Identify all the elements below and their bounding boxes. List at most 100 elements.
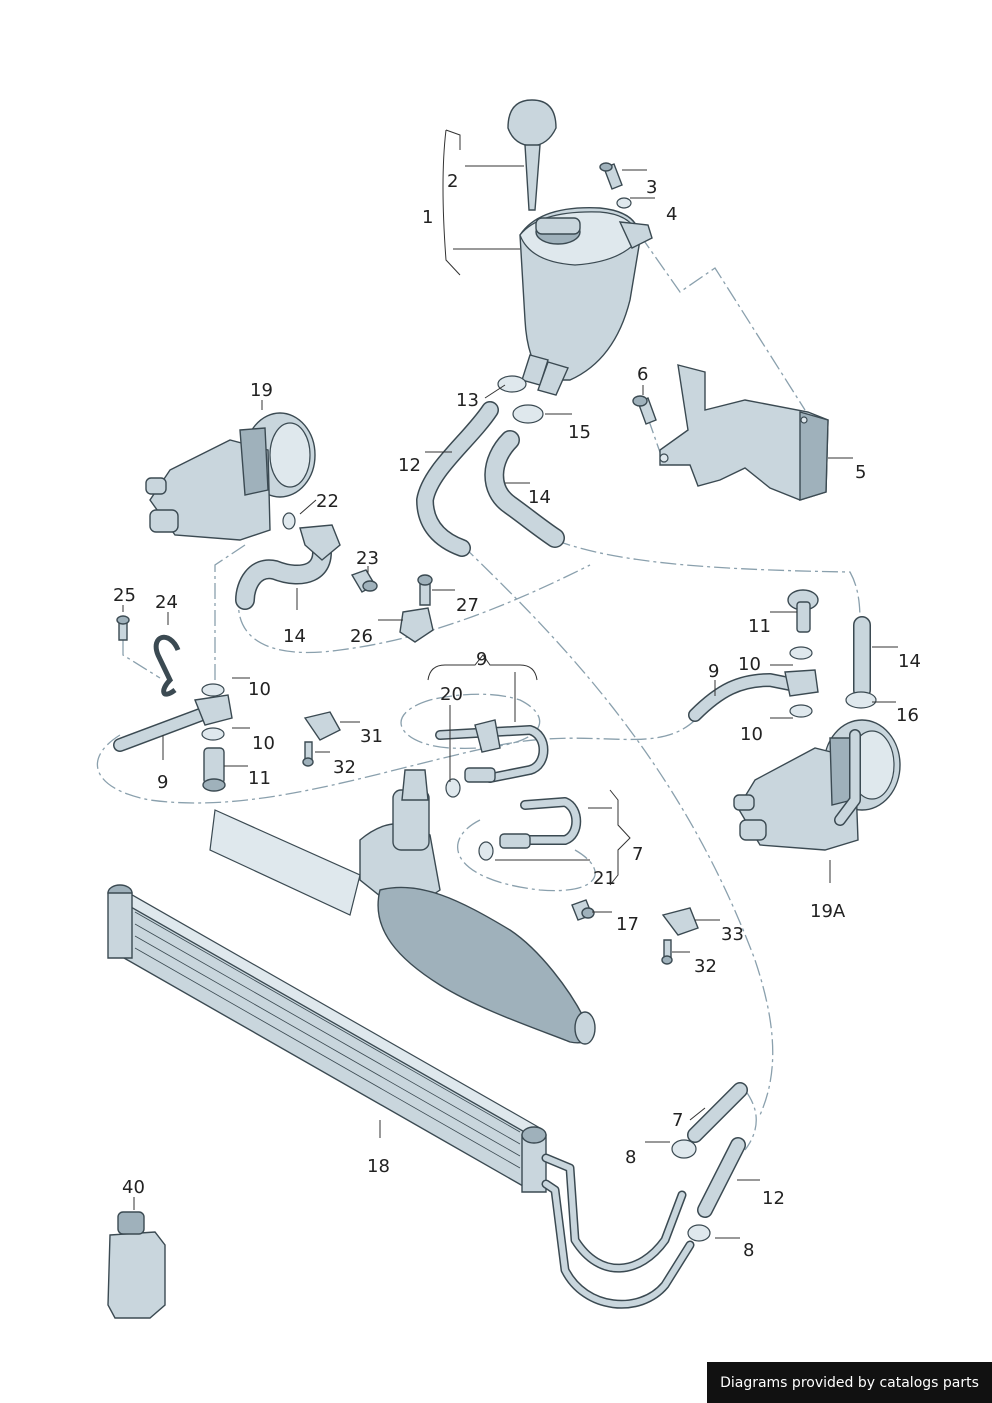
label-14-top: 14 — [528, 487, 551, 508]
label-10-right-a: 10 — [738, 654, 761, 675]
dash-cooler-hose7 — [744, 1089, 757, 1151]
clip-24 — [153, 635, 181, 697]
bolt-6 — [632, 395, 657, 425]
bolt-17 — [571, 899, 595, 921]
pump-19 — [145, 412, 316, 541]
connection-lines — [96, 234, 861, 1151]
label-26: 26 — [350, 626, 373, 647]
label-32-a: 32 — [333, 757, 356, 778]
washer-10-d — [789, 704, 813, 718]
clamp-8-upper — [671, 1139, 697, 1159]
holder-31 — [303, 711, 341, 741]
washer-10-c — [789, 646, 813, 660]
hose-14-upper — [484, 430, 565, 548]
hose-14-left — [235, 524, 341, 610]
label-21: 21 — [593, 868, 616, 889]
hose-7-lower — [687, 1082, 748, 1143]
label-3: 3 — [646, 177, 657, 198]
label-5: 5 — [855, 462, 866, 483]
dash-hose14-pump19a — [554, 539, 861, 626]
label-7-mid: 7 — [632, 844, 643, 865]
bracket-5 — [659, 364, 829, 501]
label-24: 24 — [155, 592, 178, 613]
hose-9-right — [688, 669, 819, 722]
dipstick-cap — [507, 99, 557, 147]
label-9-mid-top: 9 — [476, 649, 487, 670]
pipe-7-middle — [499, 797, 582, 849]
dash-hose12-lower — [461, 544, 774, 1116]
hose-12-upper — [416, 401, 499, 557]
label-31: 31 — [360, 726, 383, 747]
label-25: 25 — [113, 585, 136, 606]
clamp-13 — [497, 375, 527, 393]
label-12-top: 12 — [398, 455, 421, 476]
label-22: 22 — [316, 491, 339, 512]
steering-rack — [209, 769, 596, 1045]
label-8-upper: 8 — [625, 1147, 636, 1168]
oil-cooler-18 — [107, 884, 547, 1193]
label-10-left-a: 10 — [248, 679, 271, 700]
label-4: 4 — [666, 204, 677, 225]
label-11-top: 11 — [748, 616, 771, 637]
dipstick-stem — [524, 144, 541, 211]
reservoir-assembly — [507, 99, 653, 396]
dash-reservoir-bracket — [639, 234, 806, 411]
bolt-25 — [116, 615, 130, 641]
label-11-left: 11 — [248, 768, 271, 789]
label-27: 27 — [456, 595, 479, 616]
bolt-32-a — [302, 741, 314, 767]
label-40: 40 — [122, 1177, 145, 1198]
seal-22 — [282, 512, 296, 530]
label-19a: 19A — [810, 901, 846, 922]
bolt-32-b — [661, 939, 673, 965]
reservoir-filler-neck — [535, 217, 581, 235]
leader-lines — [122, 129, 898, 1239]
pump-19a — [733, 719, 901, 851]
label-16: 16 — [896, 705, 919, 726]
label-2: 2 — [447, 171, 458, 192]
banjo-bolt-11-left — [202, 747, 226, 792]
holder-26 — [399, 607, 434, 643]
reservoir-tab — [618, 221, 653, 249]
label-9-left: 9 — [157, 772, 168, 793]
label-14-left: 14 — [283, 626, 306, 647]
label-1: 1 — [422, 207, 433, 228]
label-18: 18 — [367, 1156, 390, 1177]
oil-bottle-40 — [107, 1211, 166, 1319]
dash-pump19-down — [214, 544, 246, 690]
label-7-lower: 7 — [672, 1110, 683, 1131]
bolt-27 — [417, 574, 433, 606]
bolt-23 — [350, 569, 378, 593]
label-33: 33 — [721, 924, 744, 945]
banjo-bolt-11-right — [787, 589, 819, 633]
label-12-lower: 12 — [762, 1188, 785, 1209]
clamp-16 — [845, 691, 877, 709]
label-14-right: 14 — [898, 651, 921, 672]
label-13: 13 — [456, 390, 479, 411]
dash-hose14-left — [237, 564, 591, 654]
dash-hose9b-loop — [400, 693, 541, 749]
label-23: 23 — [356, 548, 379, 569]
credit-banner: Diagrams provided by catalogs parts — [707, 1362, 992, 1403]
hose-12-lower — [697, 1137, 746, 1218]
clamp-15 — [512, 404, 544, 424]
washer-4 — [616, 197, 632, 209]
seal-21 — [478, 841, 494, 861]
reservoir-outlet-b — [537, 361, 569, 396]
dash-hose7-loop — [456, 819, 596, 892]
screw-3 — [599, 162, 623, 190]
label-6: 6 — [637, 364, 648, 385]
label-10-right-b: 10 — [740, 724, 763, 745]
clamp-8-lower — [687, 1224, 711, 1242]
label-32-b: 32 — [694, 956, 717, 977]
hose-9-left — [113, 694, 233, 752]
label-15: 15 — [568, 422, 591, 443]
holder-33 — [661, 907, 699, 936]
label-19: 19 — [250, 380, 273, 401]
dash-hose9-loop — [96, 714, 701, 804]
label-20: 20 — [440, 684, 463, 705]
cooler-lines — [541, 1153, 695, 1309]
washer-10-b — [201, 727, 225, 741]
washer-10-a — [201, 683, 225, 697]
